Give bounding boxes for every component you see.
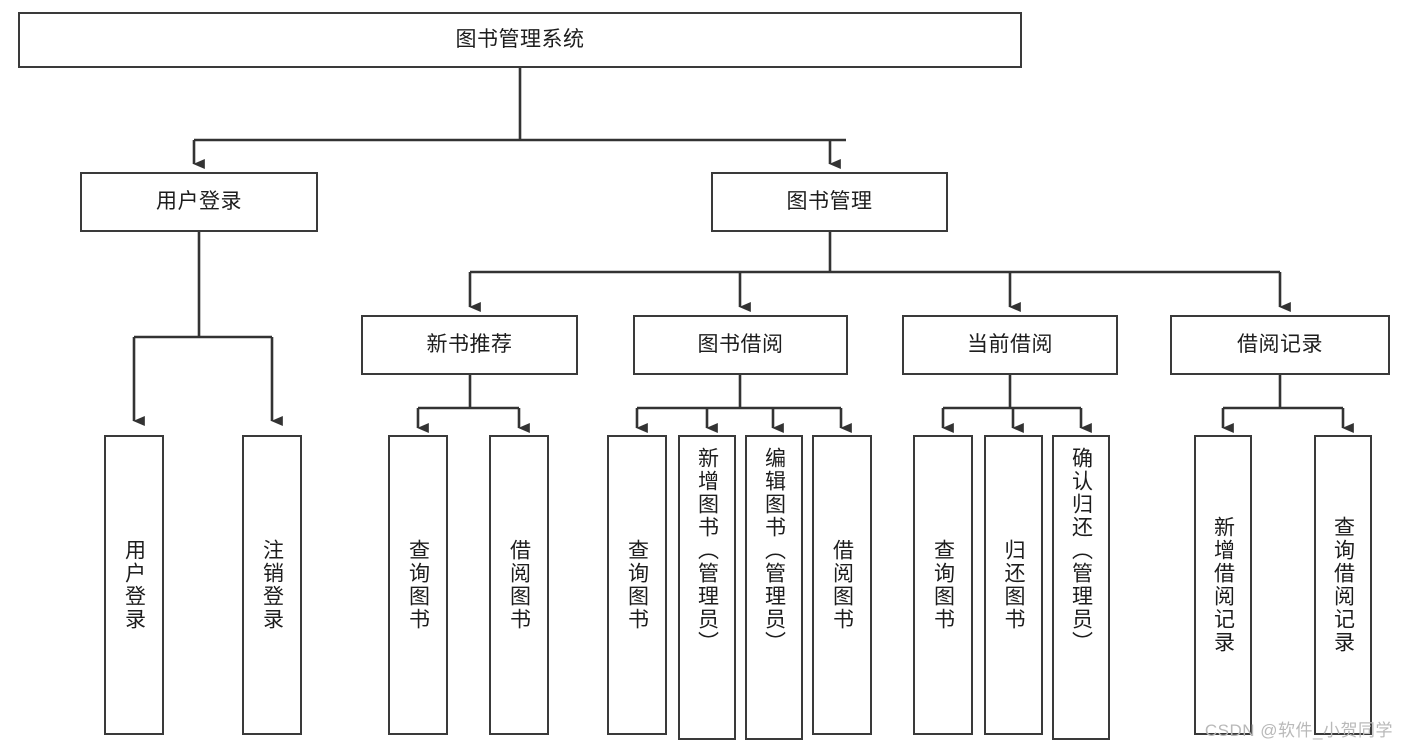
node-book-borrow-label: 图书借阅 [697, 333, 784, 357]
leaf-user-login[interactable]: 用户登录 [104, 435, 164, 735]
leaf-add-book-label: 新增图书（管理员） [695, 447, 719, 654]
leaf-query-book-3[interactable]: 查询图书 [913, 435, 973, 735]
leaf-query-book-3-label: 查询图书 [931, 539, 955, 631]
node-user-login[interactable]: 用户登录 [80, 172, 318, 232]
leaf-return-book-label: 归还图书 [1002, 539, 1025, 631]
leaf-query-book-2[interactable]: 查询图书 [607, 435, 667, 735]
node-book-borrow[interactable]: 图书借阅 [633, 315, 848, 375]
node-new-book-recommend-label: 新书推荐 [426, 333, 513, 357]
leaf-logout-login[interactable]: 注销登录 [242, 435, 302, 735]
node-current-borrow[interactable]: 当前借阅 [902, 315, 1118, 375]
leaf-return-book[interactable]: 归还图书 [984, 435, 1043, 735]
leaf-borrow-book-2-label: 借阅图书 [830, 539, 854, 631]
leaf-borrow-book-1[interactable]: 借阅图书 [489, 435, 549, 735]
leaf-query-book-1-label: 查询图书 [406, 539, 430, 631]
node-root-label: 图书管理系统 [455, 28, 585, 52]
node-book-manage-label: 图书管理 [786, 190, 873, 214]
node-root[interactable]: 图书管理系统 [18, 12, 1022, 68]
node-borrow-record[interactable]: 借阅记录 [1170, 315, 1390, 375]
node-new-book-recommend[interactable]: 新书推荐 [361, 315, 578, 375]
leaf-add-borrow-record[interactable]: 新增借阅记录 [1194, 435, 1252, 735]
leaf-add-borrow-record-label: 新增借阅记录 [1211, 516, 1235, 654]
leaf-confirm-return[interactable]: 确认归还（管理员） [1052, 435, 1110, 740]
leaf-borrow-book-2[interactable]: 借阅图书 [812, 435, 872, 735]
node-borrow-record-label: 借阅记录 [1237, 333, 1323, 357]
node-current-borrow-label: 当前借阅 [967, 333, 1053, 357]
leaf-add-book[interactable]: 新增图书（管理员） [678, 435, 736, 740]
node-user-login-label: 用户登录 [156, 190, 242, 214]
leaf-query-book-1[interactable]: 查询图书 [388, 435, 448, 735]
node-book-manage[interactable]: 图书管理 [711, 172, 948, 232]
leaf-edit-book-label: 编辑图书（管理员） [762, 447, 786, 654]
leaf-logout-login-label: 注销登录 [260, 539, 284, 631]
leaf-user-login-label: 用户登录 [122, 539, 146, 631]
leaf-edit-book[interactable]: 编辑图书（管理员） [745, 435, 803, 740]
leaf-query-book-2-label: 查询图书 [625, 539, 649, 631]
leaf-confirm-return-label: 确认归还（管理员） [1069, 447, 1093, 654]
leaf-borrow-book-1-label: 借阅图书 [507, 539, 531, 631]
leaf-query-borrow-record-label: 查询借阅记录 [1331, 516, 1355, 654]
leaf-query-borrow-record[interactable]: 查询借阅记录 [1314, 435, 1372, 735]
